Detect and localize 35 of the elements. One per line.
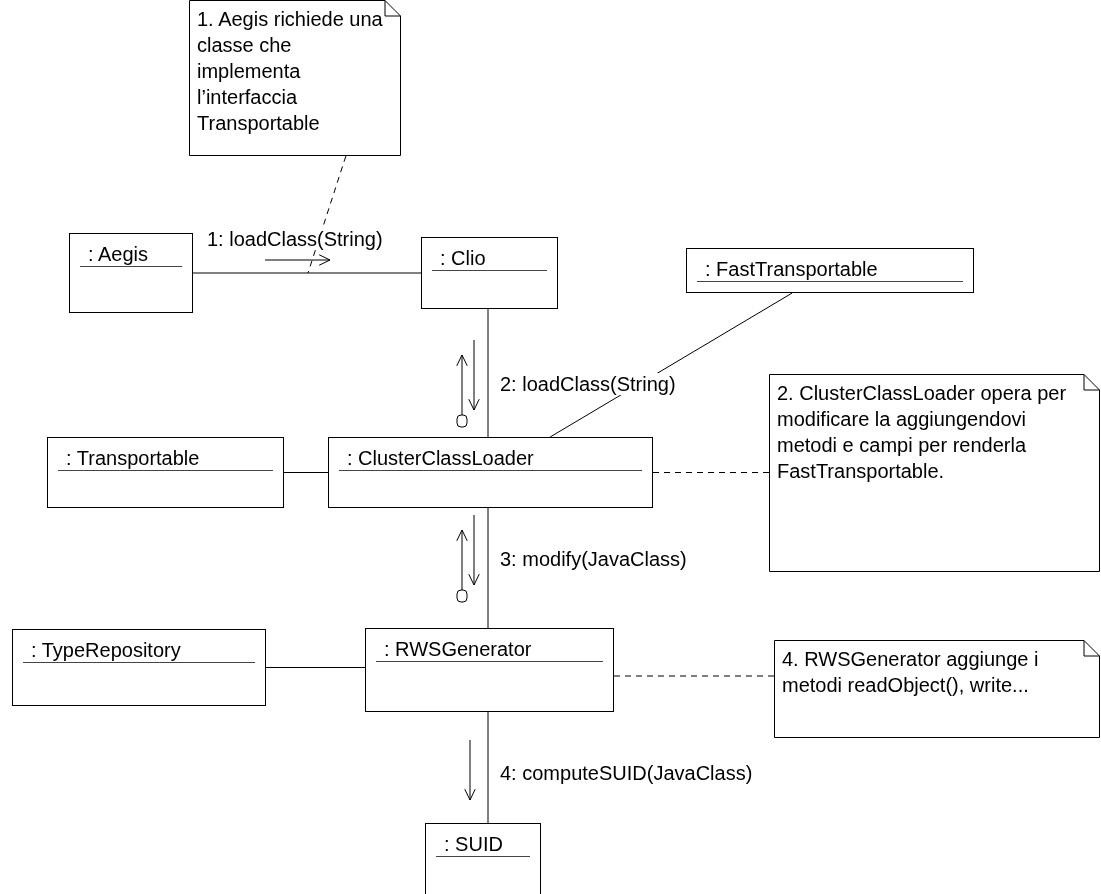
object-name: : TypeRepository — [23, 638, 255, 663]
edge-label: 4: computeSUID(JavaClass) — [498, 762, 755, 784]
edge-label: 1: loadClass(String) — [205, 228, 385, 250]
object-box — [328, 437, 653, 508]
object-box — [425, 823, 541, 894]
link-line — [487, 507, 489, 629]
object-box — [12, 629, 266, 706]
object-box — [69, 233, 193, 313]
link-line — [265, 667, 366, 668]
link-line — [283, 472, 329, 473]
link-line — [487, 711, 489, 824]
link-line — [192, 272, 422, 274]
dashed-connector — [307, 155, 347, 274]
dashed-connector — [652, 472, 770, 473]
note-text: 2. ClusterClassLoader opera per modificare la aggiungendovi metodi e campi per renderla FastTransportable. — [777, 381, 1068, 484]
edge-label: 2: loadClass(String) — [498, 373, 678, 395]
note-text: 4. RWSGenerator aggiunge i metodi readObject(), write... — [782, 647, 1040, 698]
link-line — [487, 308, 489, 438]
object-name: : Transportable — [58, 446, 273, 471]
object-name: : SUID — [436, 832, 530, 857]
note-box — [769, 374, 1100, 572]
note-box — [774, 640, 1100, 738]
object-box — [365, 628, 614, 712]
edge-label: 3: modify(JavaClass) — [498, 548, 689, 570]
object-box — [686, 248, 974, 293]
object-box — [421, 237, 558, 309]
note-box — [189, 0, 401, 156]
object-name: : Aegis — [80, 242, 182, 267]
object-box — [47, 437, 284, 508]
object-name: : FastTransportable — [697, 257, 963, 282]
dashed-connector — [613, 675, 775, 677]
object-name: : Clio — [432, 246, 547, 271]
note-text: 1. Aegis richiede una classe che implementa l’interfaccia Transportable — [197, 7, 384, 136]
object-name: : RWSGenerator — [376, 637, 603, 662]
object-name: : ClusterClassLoader — [339, 446, 642, 471]
